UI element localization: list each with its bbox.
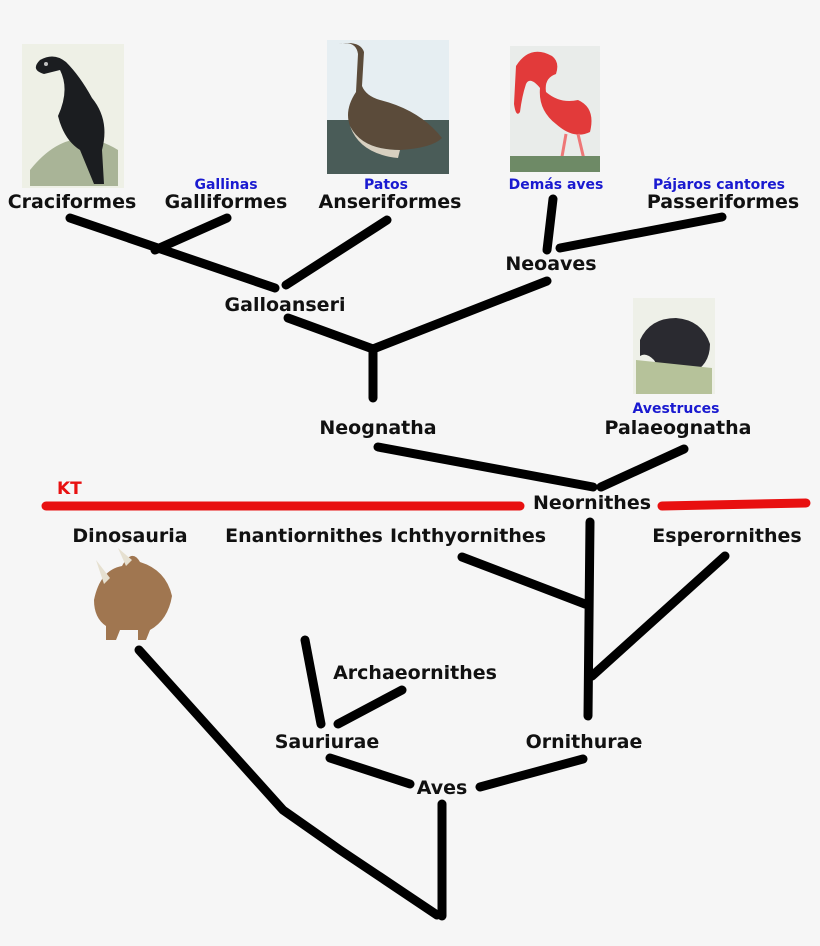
label-palaeognatha: Palaeognatha <box>605 417 752 439</box>
label-ichthyornithes: Ichthyornithes <box>390 525 546 547</box>
label-dinosauria: Dinosauria <box>72 525 187 547</box>
common-name-demas-aves: Demás aves <box>509 177 604 193</box>
tree-branches <box>65 194 730 921</box>
branch-neognatha <box>373 442 598 492</box>
branch-galliformes <box>150 213 232 255</box>
branch-enantiornithes <box>300 635 326 729</box>
label-passeriformes: Passeriformes <box>647 191 799 213</box>
label-sauriurae: Sauriurae <box>275 731 380 753</box>
branch-anseriformes <box>281 215 392 290</box>
label-galloanseri: Galloanseri <box>225 294 346 316</box>
branch-esperornithes <box>587 551 730 681</box>
branch-palaeognatha <box>596 444 689 492</box>
branch-demas-aves <box>542 194 558 255</box>
branch-galloanseri <box>283 313 378 354</box>
branch-neornithes-trunk <box>583 517 595 721</box>
branch-ornithurae <box>475 754 588 792</box>
label-esperornithes: Esperornithes <box>652 525 801 547</box>
rhea-illustration <box>633 298 715 394</box>
branch-passeriformes <box>555 212 727 253</box>
label-galliformes: Galliformes <box>165 191 288 213</box>
label-anseriformes: Anseriformes <box>319 191 462 213</box>
branch-neoaves <box>368 276 552 354</box>
common-name-gallinas: Gallinas <box>194 177 257 193</box>
goose-illustration <box>327 40 449 174</box>
label-neoaves: Neoaves <box>505 253 596 275</box>
label-ornithurae: Ornithurae <box>526 731 643 753</box>
branch-ichthyornithes <box>457 552 590 609</box>
branch-dinosauria <box>134 645 442 920</box>
label-enantiornithes: Enantiornithes <box>225 525 383 547</box>
label-neornithes: Neornithes <box>533 492 651 514</box>
dinosaur-illustration <box>94 548 172 640</box>
common-name-pajaros-cantores: Pájaros cantores <box>653 177 785 193</box>
common-name-patos: Patos <box>364 177 408 193</box>
flamingo-illustration <box>510 46 600 172</box>
branch-craciformes <box>65 213 280 293</box>
label-neognatha: Neognatha <box>319 417 436 439</box>
common-name-avestruces: Avestruces <box>633 401 720 417</box>
kt-label: KT <box>57 479 82 499</box>
branch-sauriurae <box>325 753 415 789</box>
curassow-illustration <box>22 44 124 188</box>
branch-archaeornithes <box>333 685 407 729</box>
kt-boundary-right <box>657 498 811 511</box>
label-craciformes: Craciformes <box>8 191 137 213</box>
label-archaeornithes: Archaeornithes <box>333 662 497 684</box>
label-aves: Aves <box>417 777 468 799</box>
